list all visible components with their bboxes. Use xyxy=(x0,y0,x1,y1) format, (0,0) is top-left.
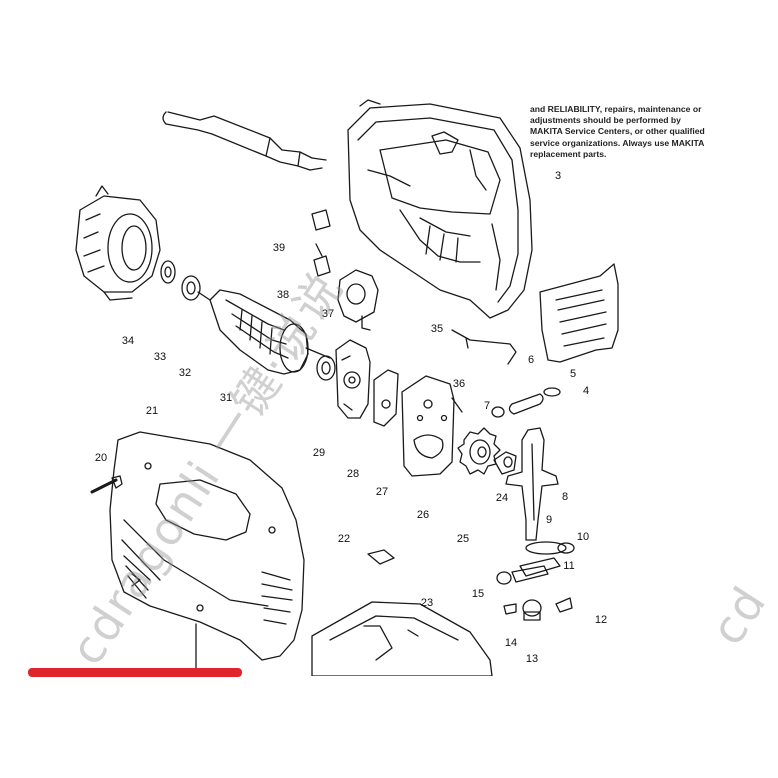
callout-14: 14 xyxy=(504,637,518,649)
callout-5: 5 xyxy=(569,368,577,380)
callout-28: 28 xyxy=(346,468,360,480)
notice-line: and RELIABILITY, repairs, maintenance or xyxy=(530,104,702,114)
callout-23: 23 xyxy=(420,597,434,609)
shaft-24-drawing xyxy=(493,451,517,475)
plate-27-drawing xyxy=(373,369,399,427)
slider-8-drawing xyxy=(505,427,559,541)
callout-27: 27 xyxy=(375,486,389,498)
slider-plate-drawing xyxy=(401,375,455,477)
washer-bearing-drawing xyxy=(160,260,201,301)
notice-line: service organizations. Always use MAKITA xyxy=(530,137,705,148)
callout-39: 39 xyxy=(272,242,286,254)
switch-parts-drawing xyxy=(311,209,379,331)
motor-housing-drawing xyxy=(347,99,533,319)
callout-29: 29 xyxy=(312,447,326,459)
service-notice-text: and RELIABILITY, repairs, maintenance or… xyxy=(530,104,770,160)
callout-15: 15 xyxy=(471,588,485,600)
screw-drawing xyxy=(90,475,123,494)
callout-26: 26 xyxy=(416,509,430,521)
handle-housing-drawing xyxy=(109,431,305,677)
bottom-whitespace xyxy=(0,676,778,778)
notice-line: adjustments should be performed by xyxy=(530,115,681,126)
bearing-box-drawing xyxy=(335,339,371,419)
callout-11: 11 xyxy=(563,560,575,572)
callout-13: 13 xyxy=(525,653,539,665)
callout-12: 12 xyxy=(594,614,608,626)
callout-20: 20 xyxy=(94,452,108,464)
callout-34: 34 xyxy=(121,335,135,347)
callout-6: 6 xyxy=(527,354,535,366)
top-whitespace xyxy=(0,0,778,102)
callout-8: 8 xyxy=(561,491,569,503)
base-drawing xyxy=(311,549,493,677)
callout-31: 31 xyxy=(219,392,233,404)
callout-3: 3 xyxy=(554,170,562,182)
notice-line: replacement parts. xyxy=(530,148,607,159)
pin-36-drawing xyxy=(451,397,463,413)
callout-4: 4 xyxy=(582,385,590,397)
callout-24: 24 xyxy=(495,492,509,504)
callout-32: 32 xyxy=(178,367,192,379)
power-cord-drawing xyxy=(162,111,327,171)
callout-38: 38 xyxy=(276,289,290,301)
callout-25: 25 xyxy=(456,533,470,545)
callout-21: 21 xyxy=(145,405,159,417)
callout-33: 33 xyxy=(153,351,167,363)
callout-37: 37 xyxy=(321,308,335,320)
field-coil-drawing xyxy=(75,185,161,301)
notice-line: MAKITA Service Centers, or other qualifi… xyxy=(530,126,705,137)
red-accent-bar xyxy=(28,668,242,677)
callout-7: 7 xyxy=(483,400,491,412)
callout-22: 22 xyxy=(337,533,351,545)
callout-10: 10 xyxy=(576,531,590,543)
wire-35-drawing xyxy=(451,329,517,365)
callout-35: 35 xyxy=(430,323,444,335)
armature-drawing xyxy=(197,289,331,375)
guard-drawing xyxy=(539,263,619,363)
small-parts-drawing xyxy=(491,387,575,621)
bearing-29-drawing xyxy=(316,355,336,381)
gear-drawing xyxy=(457,427,501,475)
callout-36: 36 xyxy=(452,378,466,390)
callout-9: 9 xyxy=(545,514,553,526)
